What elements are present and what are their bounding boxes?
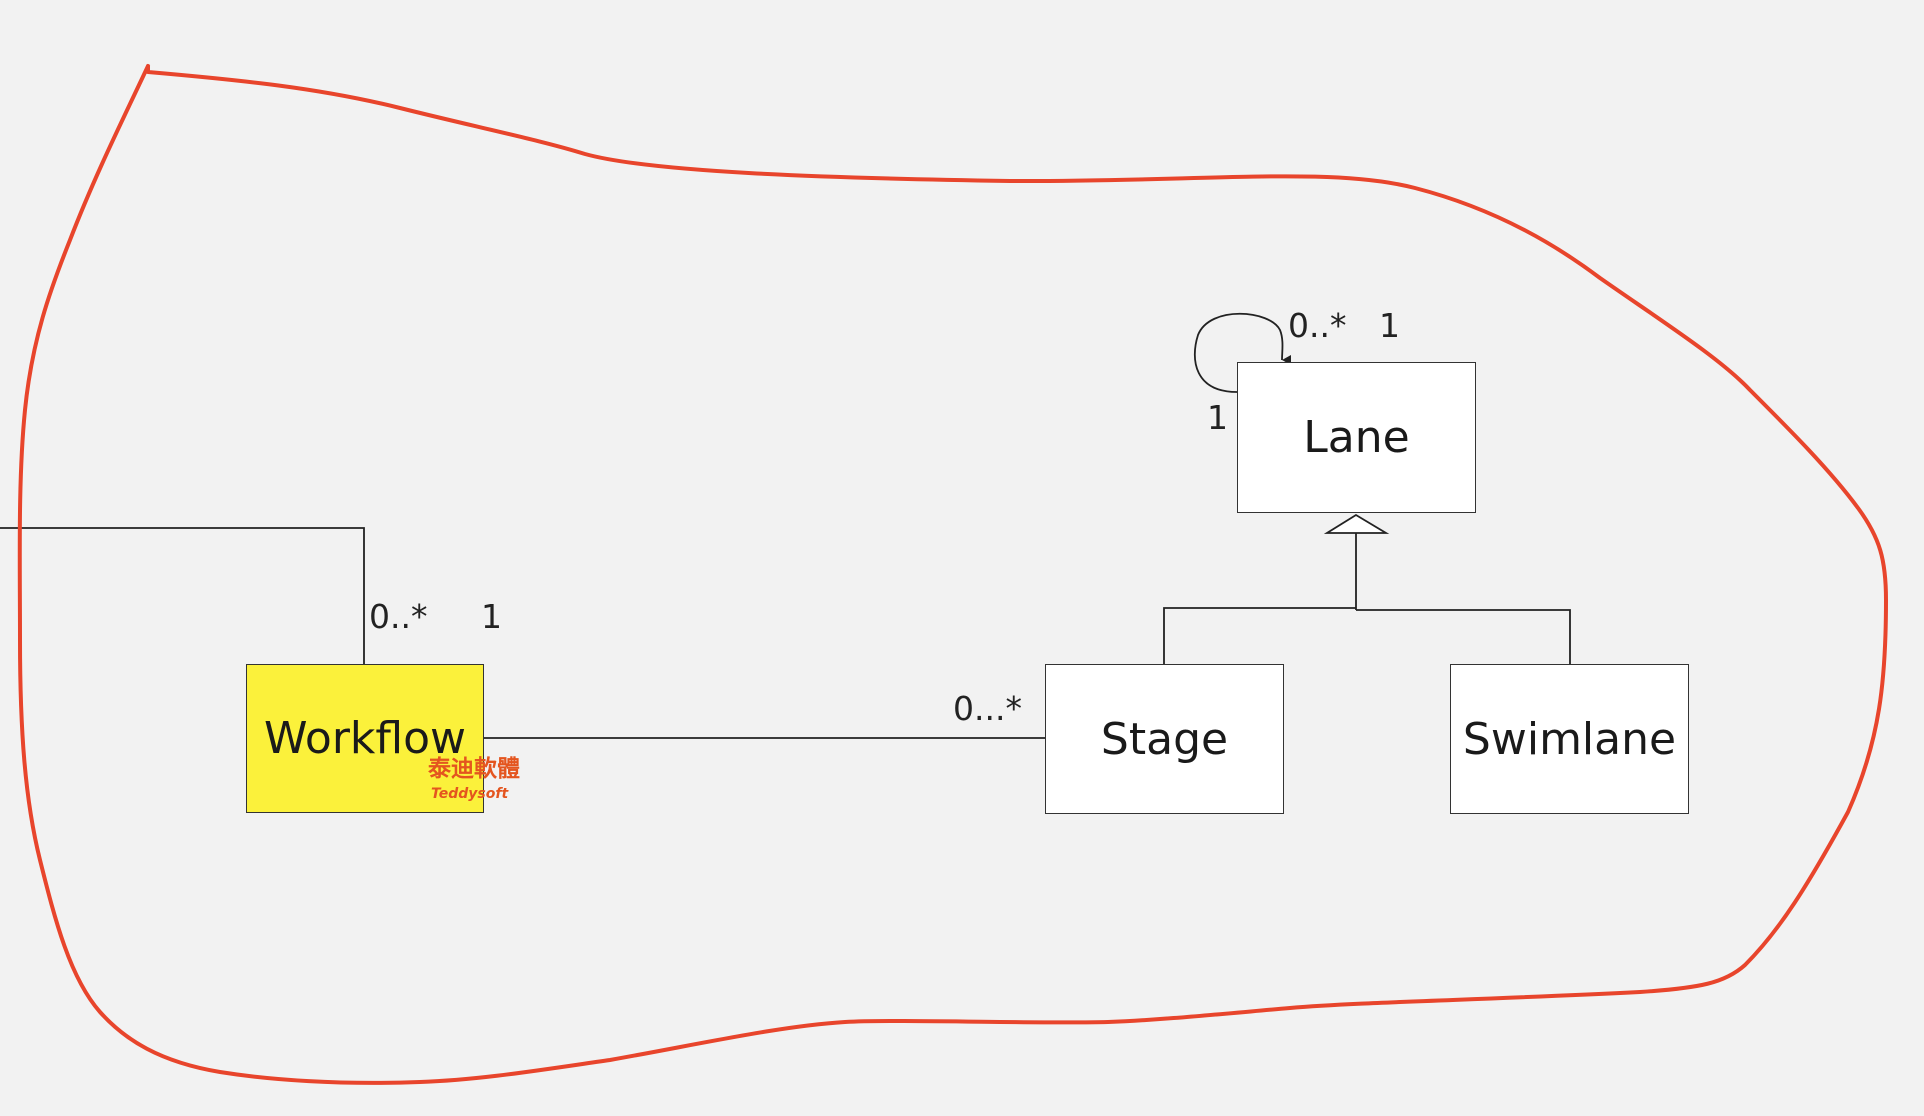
lane-self-multiplicity-one-left: 1 (1207, 398, 1228, 437)
workflow-top-multiplicity-one: 1 (481, 597, 502, 636)
generalization-swimlane-branch (1356, 609, 1571, 664)
workflow-top-multiplicity-many: 0..* (369, 597, 428, 636)
lane-class-box[interactable]: Lane (1237, 362, 1476, 513)
teddysoft-watermark-logo: 泰迪軟體 Teddysoft (424, 756, 532, 804)
lane-self-association-loop (1193, 313, 1292, 393)
watermark-latin-text: Teddysoft (431, 786, 509, 802)
lane-self-multiplicity-one-top: 1 (1379, 306, 1400, 345)
workflow-external-association-line (0, 527, 365, 664)
stage-class-box[interactable]: Stage (1045, 664, 1284, 814)
annotation-boundary-freehand (17, 64, 1888, 1085)
workflow-class-label: Workflow (263, 713, 467, 764)
stage-multiplicity-many: 0...* (953, 689, 1022, 728)
stage-class-label: Stage (1100, 713, 1229, 765)
swimlane-class-label: Swimlane (1462, 713, 1677, 765)
generalization-stage-branch (1163, 607, 1356, 664)
lane-class-label: Lane (1303, 412, 1410, 463)
generalization-triangle-arrow (1323, 513, 1390, 534)
swimlane-class-box[interactable]: Swimlane (1450, 664, 1689, 814)
lane-self-multiplicity-many: 0..* (1288, 306, 1347, 345)
workflow-class-box[interactable]: Workflow (246, 664, 484, 813)
watermark-chinese-text: 泰迪軟體 (428, 756, 520, 782)
